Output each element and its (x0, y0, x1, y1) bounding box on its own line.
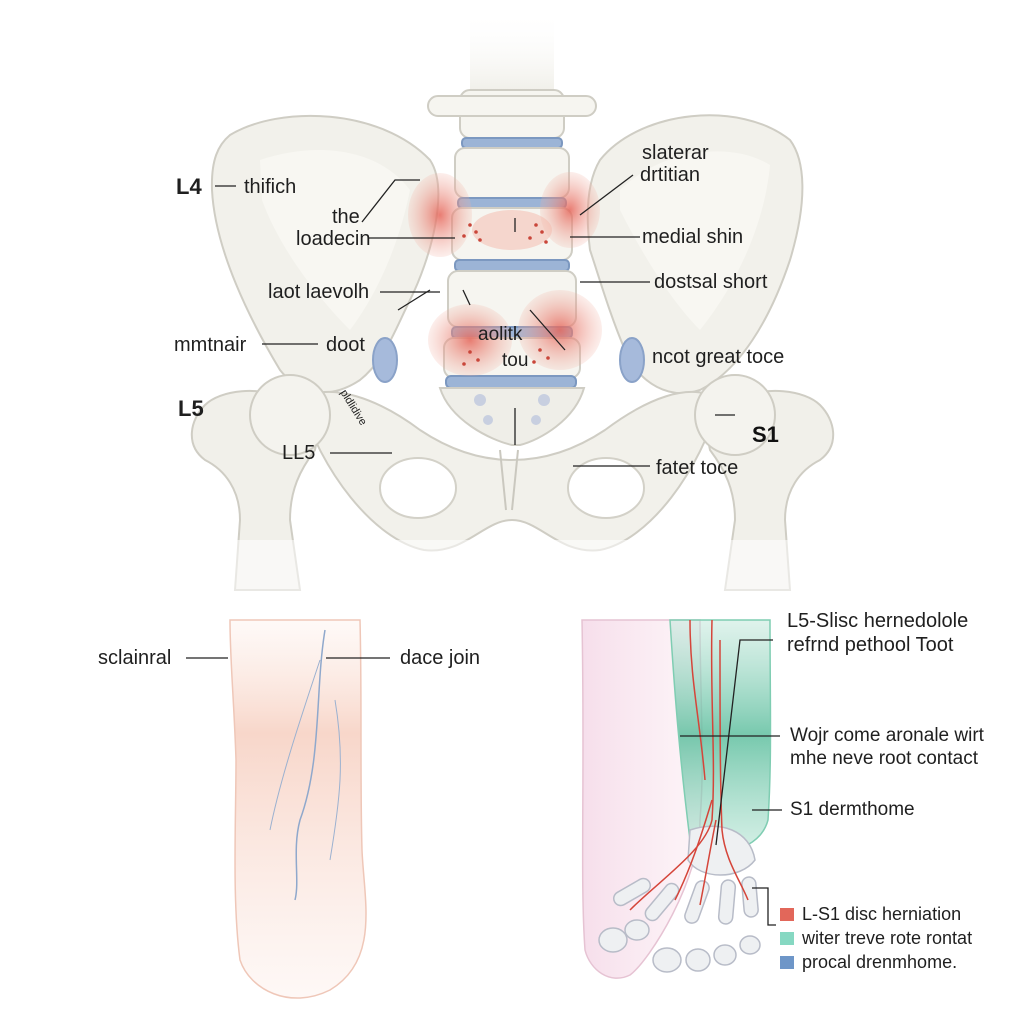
label-s1: S1 (752, 422, 779, 447)
legend-swatch (780, 908, 794, 921)
label-medial-shin: medial shin (642, 226, 744, 248)
legend-item: L-S1 disc herniation (780, 904, 961, 925)
label-mmtnair: mmtnair (174, 334, 247, 356)
note-line-1: Wojr come aronale wirt (790, 725, 984, 746)
label-s1-dermatome: S1 dermthome (790, 799, 915, 820)
label-laot-laevolh: laot laevolh (268, 281, 370, 303)
sacrum (438, 387, 586, 446)
label-tou: tou (502, 350, 529, 371)
label-dostsal-short: dostsal short (654, 271, 768, 293)
legend-item: witer treve rote rontat (780, 928, 972, 949)
label-slaterar: slaterar (642, 142, 709, 164)
title-line-2: refrnd pethool Toot (787, 634, 954, 656)
label-ll5: LL5 (282, 442, 316, 464)
label-drtitian: drtitian (640, 164, 701, 186)
label-sclainral: sclainral (98, 647, 172, 669)
label-dace-join: dace join (400, 647, 481, 669)
label-aolitk: aolitk (478, 324, 523, 345)
leader-lines (215, 174, 735, 467)
pelvis (210, 114, 804, 552)
label-l4: L4 (176, 174, 202, 199)
foot-illustration (581, 619, 772, 979)
label-thifich: thifich (244, 176, 297, 198)
note-line-2: mhe neve root contact (790, 748, 978, 769)
lower-leg (229, 619, 367, 999)
title-line-1: L5-Slisc hernedolole (787, 610, 969, 632)
legend-item: procal drenmhome. (780, 952, 957, 973)
legend-label: witer treve rote rontat (802, 928, 973, 948)
label-loadecin: loadecin (296, 228, 371, 250)
legend-swatch (780, 956, 794, 969)
label-l5: L5 (178, 396, 204, 421)
label-the: the (332, 206, 360, 228)
legend-label: L-S1 disc herniation (802, 904, 962, 924)
legend-swatch (780, 932, 794, 945)
label-doot: doot (326, 334, 365, 356)
label-fatet-toce: fatet toce (656, 457, 739, 479)
legend-label: procal drenmhome. (802, 952, 958, 972)
label-ncot-great-toce: ncot great toce (652, 346, 785, 368)
inflammation-areas (408, 172, 602, 376)
